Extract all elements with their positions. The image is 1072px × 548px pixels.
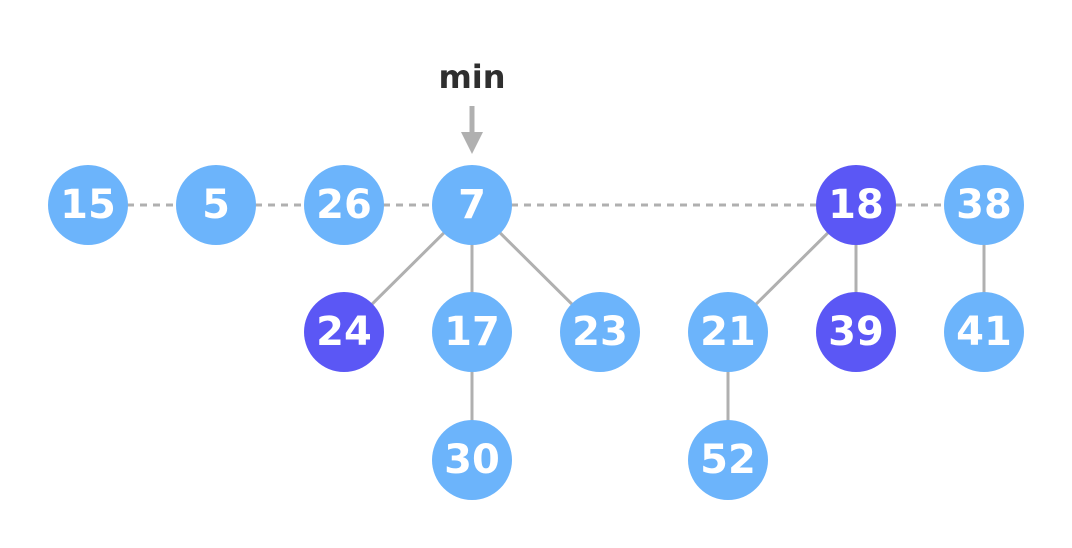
heap-node-circle bbox=[688, 420, 768, 500]
heap-node-key: 7 bbox=[458, 182, 486, 228]
heap-node-circle bbox=[944, 292, 1024, 372]
heap-node-key: 41 bbox=[956, 309, 1012, 355]
heap-node-17: 17 bbox=[432, 292, 512, 372]
heap-node-key: 21 bbox=[700, 309, 756, 355]
heap-node-26: 26 bbox=[304, 165, 384, 245]
heap-node-key: 39 bbox=[828, 309, 884, 355]
heap-node-circle bbox=[816, 292, 896, 372]
min-pointer-arrow-head-icon bbox=[461, 132, 483, 154]
heap-node-key: 5 bbox=[202, 182, 230, 228]
heap-node-circle bbox=[48, 165, 128, 245]
heap-node-7: 7 bbox=[432, 165, 512, 245]
heap-node-39: 39 bbox=[816, 292, 896, 372]
heap-node-key: 17 bbox=[444, 309, 500, 355]
heap-node-key: 23 bbox=[572, 309, 628, 355]
heap-node-30: 30 bbox=[432, 420, 512, 500]
heap-node-key: 38 bbox=[956, 182, 1012, 228]
heap-node-circle bbox=[944, 165, 1024, 245]
heap-node-circle bbox=[432, 292, 512, 372]
heap-node-5: 5 bbox=[176, 165, 256, 245]
min-pointer: min bbox=[438, 58, 506, 154]
heap-node-15: 15 bbox=[48, 165, 128, 245]
heap-node-18: 18 bbox=[816, 165, 896, 245]
heap-node-23: 23 bbox=[560, 292, 640, 372]
min-pointer-label: min bbox=[438, 58, 505, 96]
heap-node-38: 38 bbox=[944, 165, 1024, 245]
heap-node-key: 52 bbox=[700, 437, 756, 483]
heap-node-key: 18 bbox=[828, 182, 884, 228]
heap-node-circle bbox=[176, 165, 256, 245]
heap-node-circle bbox=[688, 292, 768, 372]
heap-node-circle bbox=[304, 292, 384, 372]
heap-nodes: 15 5 26 7 18 38 24 17 23 21 39 41 30 52 bbox=[48, 165, 1024, 500]
heap-node-41: 41 bbox=[944, 292, 1024, 372]
heap-node-key: 26 bbox=[316, 182, 372, 228]
heap-node-circle bbox=[560, 292, 640, 372]
heap-node-key: 30 bbox=[444, 437, 500, 483]
heap-node-24: 24 bbox=[304, 292, 384, 372]
heap-node-21: 21 bbox=[688, 292, 768, 372]
heap-node-circle bbox=[304, 165, 384, 245]
heap-node-circle bbox=[432, 420, 512, 500]
heap-node-key: 15 bbox=[60, 182, 116, 228]
heap-node-circle bbox=[432, 165, 512, 245]
heap-node-key: 24 bbox=[316, 309, 372, 355]
heap-node-52: 52 bbox=[688, 420, 768, 500]
heap-node-circle bbox=[816, 165, 896, 245]
